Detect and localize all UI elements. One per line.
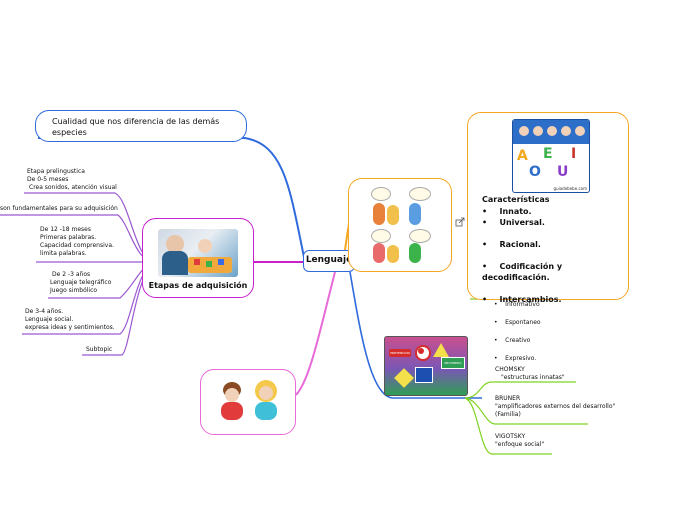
funcion-item[interactable]: • Expresivo.: [494, 355, 537, 362]
link-ninos: [295, 271, 336, 396]
vowel-a: A: [517, 148, 528, 164]
cualidad-label: Cualidad que nos diferencia de las demás…: [52, 117, 220, 137]
etapa-fundamentales[interactable]: son fundamentales para su adquisición: [0, 205, 118, 212]
talking-kids-node[interactable]: [200, 369, 296, 435]
funcion-item[interactable]: • Informativo: [494, 301, 540, 308]
funciones-list: • Informativo • Espontaneo • Creativo • …: [494, 296, 541, 368]
etapa-12-18-meses[interactable]: De 12 -18 meses Primeras palabras. Capac…: [40, 226, 114, 257]
teoria-vigotsky[interactable]: VIGOTSKY "enfoque social": [495, 433, 545, 448]
etapas-node[interactable]: Etapas de adquisición: [142, 218, 254, 298]
etapa-prelinguistica[interactable]: Etapa prelingustica De 0-5 meses Crea so…: [27, 168, 117, 191]
children-playing-image: [158, 229, 238, 277]
vowels-kids-image: A E I O U guiadebebe.com: [512, 119, 590, 193]
speech-bubble-kids-image: [369, 187, 435, 265]
funcion-item[interactable]: • Espontaneo: [494, 319, 541, 326]
traffic-signs-image: PREVENCIÓN PROHIBIDO: [384, 336, 468, 396]
caracteristica-item: • Intercambios.: [482, 295, 562, 304]
etapas-label: Etapas de adquisición: [148, 281, 248, 290]
vowel-o: O: [529, 164, 541, 180]
vowels-caption: guiadebebe.com: [553, 186, 587, 191]
caracteristica-item: • Universal.: [482, 218, 545, 227]
central-label: Lenguaje: [305, 255, 353, 265]
teoria-bruner[interactable]: BRUNER "amplificadores externos del desa…: [495, 395, 616, 418]
funcion-item[interactable]: • Creativo: [494, 337, 531, 344]
vowel-i: I: [571, 146, 577, 162]
speech-kids-node[interactable]: [348, 178, 452, 272]
etapa-2-3-anos[interactable]: De 2 -3 años Lenguaje telegráfico Juego …: [50, 271, 112, 294]
caracteristicas-node[interactable]: A E I O U guiadebebe.com Características…: [467, 112, 629, 304]
cualidad-node[interactable]: Cualidad que nos diferencia de las demás…: [35, 110, 247, 142]
caracteristicas-title: Características: [482, 195, 550, 204]
caracteristica-item: • Racional.: [482, 240, 541, 249]
link-cualidad: [38, 137, 306, 263]
link-funciones: [349, 271, 482, 399]
talking-children-image: [219, 378, 281, 428]
teoria-chomsky[interactable]: CHOMSKY "estructuras innatas": [495, 366, 565, 381]
signs-node[interactable]: PREVENCIÓN PROHIBIDO: [384, 336, 468, 398]
external-link-icon: [455, 217, 465, 227]
vowel-e: E: [543, 146, 553, 162]
caracteristica-item: • Innato.: [482, 207, 532, 216]
etapa-subtopic[interactable]: Subtopic: [86, 346, 113, 353]
vowel-u: U: [557, 164, 569, 180]
etapa-3-4-anos[interactable]: De 3-4 años. Lenguaje social. expresa id…: [25, 308, 115, 331]
central-node[interactable]: Lenguaje: [303, 250, 355, 272]
caracteristica-item: • Codificación y decodificación.: [482, 262, 563, 282]
